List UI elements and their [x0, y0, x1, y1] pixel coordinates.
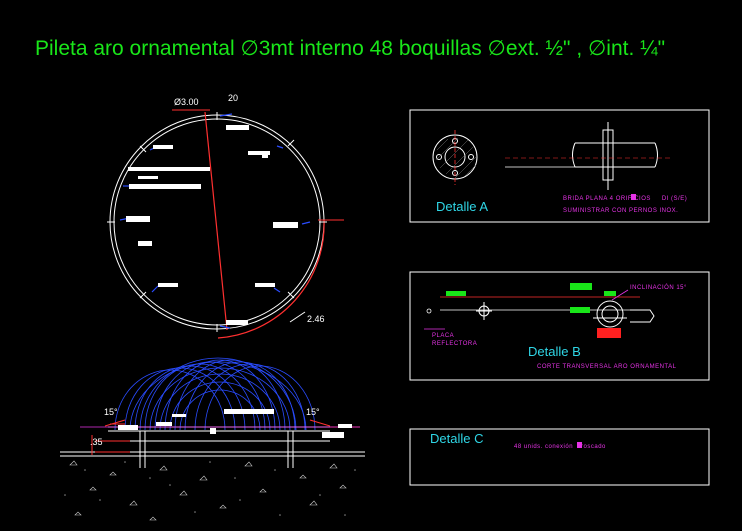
detail-b-title: Detalle B: [528, 344, 581, 359]
ground-gravel: [69, 460, 347, 521]
detail-b-mark: [426, 308, 432, 314]
detail-b-subtitle: CORTE TRANSVERSAL ARO ORNAMENTAL: [537, 364, 677, 370]
elevation-label-bars: [118, 409, 352, 438]
detail-b-green-tags: [446, 283, 616, 313]
detail-b-small-pipe: [476, 302, 492, 320]
detail-c-title: Detalle C: [430, 431, 484, 446]
ring-label-bars: [126, 125, 298, 325]
detail-a-title: Detalle A: [436, 199, 489, 214]
ground-dots: [64, 461, 356, 516]
detail-b-placa-line2: REFLECTORA: [432, 341, 478, 347]
diameter-label: Ø3.00: [174, 97, 199, 107]
detail-b-box: [409, 271, 710, 381]
detail-a-box: [409, 109, 710, 223]
arc-dimension: [217, 219, 325, 339]
drawing-title: Pileta aro ornamental ∅3mt interno 48 bo…: [35, 37, 666, 60]
flange-dim-mark: [631, 194, 636, 200]
detail-a-note-line2: SUMINISTRAR CON PERNOS INOX.: [563, 208, 679, 214]
detail-b-incl-leader: [611, 289, 629, 301]
detail-b-inclination: INCLINACIÓN 15°: [630, 285, 687, 291]
height-label: .35: [90, 437, 103, 447]
flange-hatch: [435, 137, 477, 179]
water-arcs: [114, 357, 316, 431]
plan-view: [107, 109, 344, 339]
detail-b-ring-section: [593, 300, 655, 328]
elevation-view: [60, 357, 365, 521]
ring-nozzles: [107, 112, 327, 332]
angle-right-label: 15°: [306, 407, 320, 417]
support-legs: [110, 431, 330, 468]
arc-top-label: 20: [228, 93, 239, 103]
pipe-side-view: [572, 122, 658, 190]
arc-bottom-label: 2.46: [307, 314, 325, 324]
detail-b-red-block: [597, 328, 621, 338]
diameter-line: [204, 111, 228, 331]
detail-b-placa-line1: PLACA: [432, 333, 455, 339]
detail-c-mark: [577, 442, 582, 448]
arc-dim-leader: [289, 311, 306, 323]
detail-c-box: [409, 428, 710, 486]
angle-left-label: 15°: [104, 407, 118, 417]
